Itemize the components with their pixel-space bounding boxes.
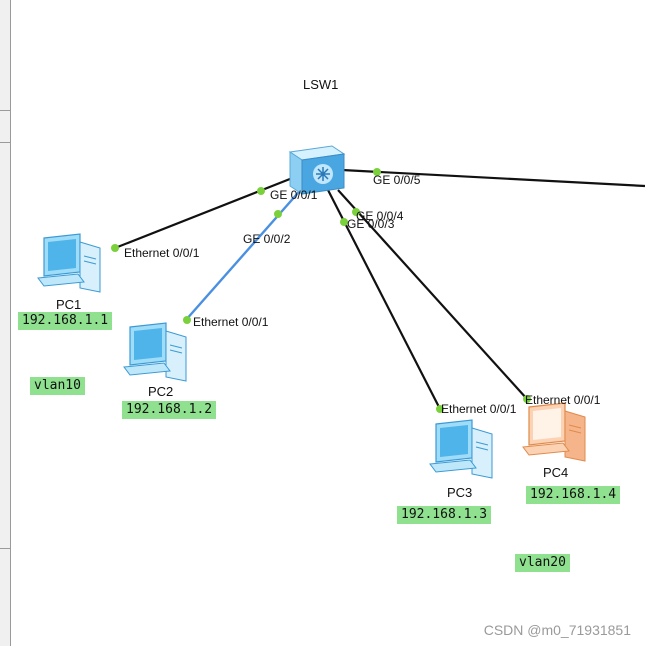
port-dot — [373, 168, 381, 176]
port-label-ge004: GE 0/0/4 — [356, 209, 404, 223]
link-sw-pc1[interactable] — [114, 173, 301, 250]
link-sw-pc3[interactable] — [327, 189, 441, 410]
port-dot — [183, 316, 191, 324]
pc1-computer-icon[interactable] — [37, 233, 101, 293]
panel-divider — [0, 142, 10, 143]
link-sw-pc4[interactable] — [337, 189, 528, 400]
port-label-pc4-eth: Ethernet 0/0/1 — [525, 393, 601, 407]
panel-divider — [0, 548, 10, 549]
switch-name-label: LSW1 — [303, 77, 339, 92]
link-sw-pc2[interactable] — [184, 184, 306, 322]
port-label-ge001: GE 0/0/1 — [270, 188, 318, 202]
pc1-ip-tag: 192.168.1.1 — [18, 312, 113, 330]
port-label-pc2-eth: Ethernet 0/0/1 — [193, 315, 269, 329]
port-dot — [523, 395, 531, 403]
port-dot — [111, 244, 119, 252]
pc4-computer-icon[interactable] — [522, 402, 586, 462]
link-sw-out[interactable] — [341, 168, 645, 188]
port-dot — [274, 210, 282, 218]
port-dot — [352, 208, 360, 216]
pc2-name-label: PC2 — [148, 384, 174, 399]
vlan20-tag: vlan20 — [515, 554, 570, 572]
switch-icon[interactable] — [288, 145, 346, 195]
port-label-ge005: GE 0/0/5 — [373, 173, 421, 187]
port-label-ge002: GE 0/0/2 — [243, 232, 291, 246]
port-dot — [257, 187, 265, 195]
pc2-computer-icon[interactable] — [123, 322, 187, 382]
pc4-name-label: PC4 — [543, 465, 569, 480]
pc3-computer-icon[interactable] — [429, 419, 493, 479]
port-label-pc1-eth: Ethernet 0/0/1 — [124, 246, 200, 260]
pc3-name-label: PC3 — [447, 485, 473, 500]
port-dot — [436, 405, 444, 413]
vlan10-tag: vlan10 — [30, 377, 85, 395]
pc2-ip-tag: 192.168.1.2 — [122, 401, 217, 419]
port-dot — [340, 218, 348, 226]
port-label-pc3-eth: Ethernet 0/0/1 — [441, 402, 517, 416]
panel-divider — [0, 110, 10, 111]
pc1-name-label: PC1 — [56, 297, 82, 312]
left-panel-edge — [0, 0, 11, 646]
pc3-ip-tag: 192.168.1.3 — [397, 506, 492, 524]
watermark: CSDN @m0_71931851 — [483, 622, 631, 638]
port-label-ge003: GE 0/0/3 — [347, 217, 395, 231]
pc4-ip-tag: 192.168.1.4 — [526, 486, 621, 504]
